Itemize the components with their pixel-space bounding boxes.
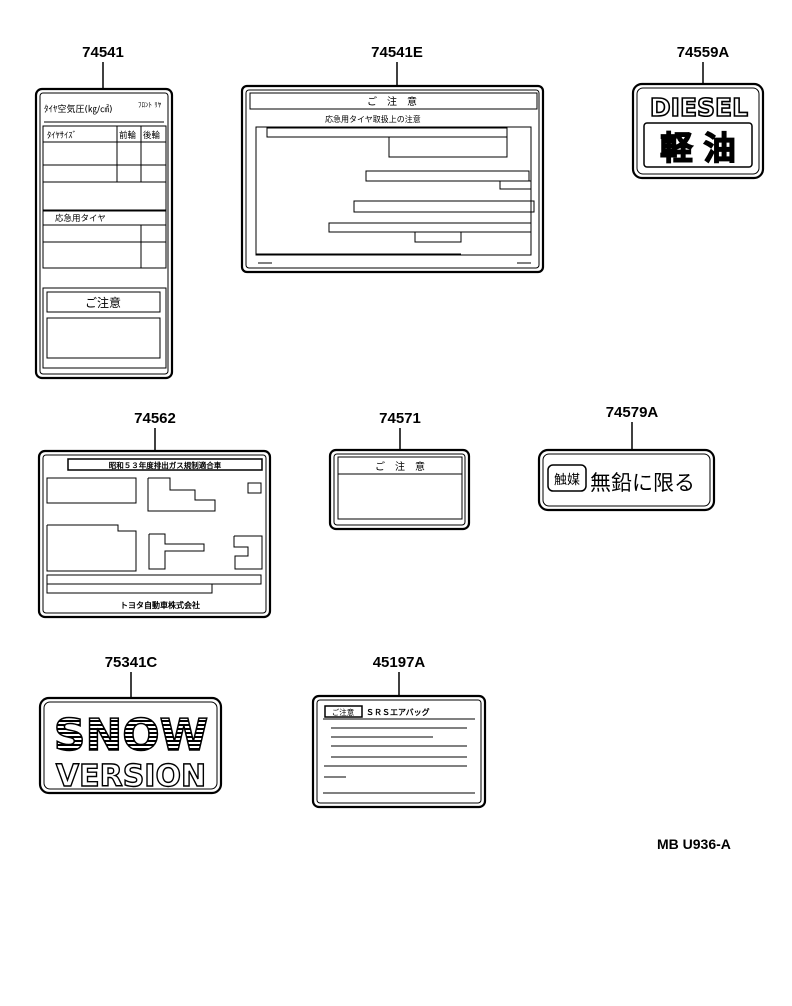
spare-tire-caution-label: ご 注 意 応急用タイヤ取扱上の注意: [240, 84, 545, 274]
part-74541: 74541 ﾀｲﾔ空気圧(㎏/㎠) ﾌﾛﾝﾄ ﾘﾔ ﾀｲﾔｻｲｽﾞ 前輪 後輪 …: [34, 44, 174, 380]
maker-name: トヨタ自動車株式会社: [120, 600, 200, 610]
part-74571: 74571 ご 注 意: [328, 410, 471, 531]
airbag-label: ご注意 ＳＲＳエアバッグ: [311, 694, 487, 809]
pressure-note: ﾌﾛﾝﾄ ﾘﾔ: [138, 101, 162, 109]
part-74562: 74562 昭和５３年度排出ガス規制適合車 トヨタ自動車株式会社: [37, 410, 272, 619]
caution-heading: ご 注 意: [367, 95, 417, 108]
airbag-title: ＳＲＳエアバッグ: [366, 707, 430, 717]
unleaded-label: 触媒 無鉛に限る: [537, 448, 716, 512]
caution-box: ご注意: [332, 707, 355, 717]
pressure-title: ﾀｲﾔ空気圧(㎏/㎠): [44, 103, 113, 115]
header-tire-size: ﾀｲﾔｻｲｽﾞ: [47, 131, 77, 141]
part-number: 74541E: [371, 44, 423, 61]
part-number: 74562: [134, 410, 176, 427]
part-number: 74571: [379, 410, 421, 427]
spare-title: 応急用タイヤ: [55, 213, 106, 224]
unleaded-only-text: 無鉛に限る: [590, 471, 695, 495]
emission-title: 昭和５３年度排出ガス規制適合車: [109, 460, 222, 470]
part-74559A: 74559A DIESEL 軽 油: [631, 44, 765, 180]
version-text: VERSION: [56, 759, 206, 794]
emission-label: 昭和５３年度排出ガス規制適合車 トヨタ自動車株式会社: [37, 449, 272, 619]
snow-text: SNOW: [54, 710, 208, 761]
part-number: 45197A: [373, 654, 426, 671]
diesel-label: DIESEL 軽 油: [631, 82, 765, 180]
diagram-reference: MB U936-A: [657, 836, 731, 852]
part-74541E: 74541E ご 注 意 応急用タイヤ取扱上の注意: [240, 44, 545, 274]
header-rear: 後輪: [143, 130, 161, 141]
catalyst-box: 触媒: [554, 473, 580, 488]
diesel-text: DIESEL: [650, 93, 748, 122]
snow-version-label: SNOW VERSION: [38, 696, 223, 795]
part-number: 74541: [82, 44, 124, 61]
caution-heading: ご 注 意: [375, 460, 425, 473]
light-oil-text: 軽 油: [660, 129, 735, 167]
tire-pressure-label: ﾀｲﾔ空気圧(㎏/㎠) ﾌﾛﾝﾄ ﾘﾔ ﾀｲﾔｻｲｽﾞ 前輪 後輪 応急用タイヤ…: [34, 87, 174, 380]
part-74579A: 74579A 触媒 無鉛に限る: [537, 404, 716, 512]
header-front: 前輪: [119, 130, 137, 141]
subtitle: 応急用タイヤ取扱上の注意: [325, 114, 421, 124]
part-number: 74579A: [606, 404, 659, 421]
caution-heading: ご注意: [85, 295, 121, 310]
caution-label: ご 注 意: [328, 448, 471, 531]
part-number: 74559A: [677, 44, 730, 61]
part-75341C: 75341C SNOW VERSION: [38, 654, 223, 795]
part-45197A: 45197A ご注意 ＳＲＳエアバッグ: [311, 654, 487, 809]
part-number: 75341C: [105, 654, 158, 671]
